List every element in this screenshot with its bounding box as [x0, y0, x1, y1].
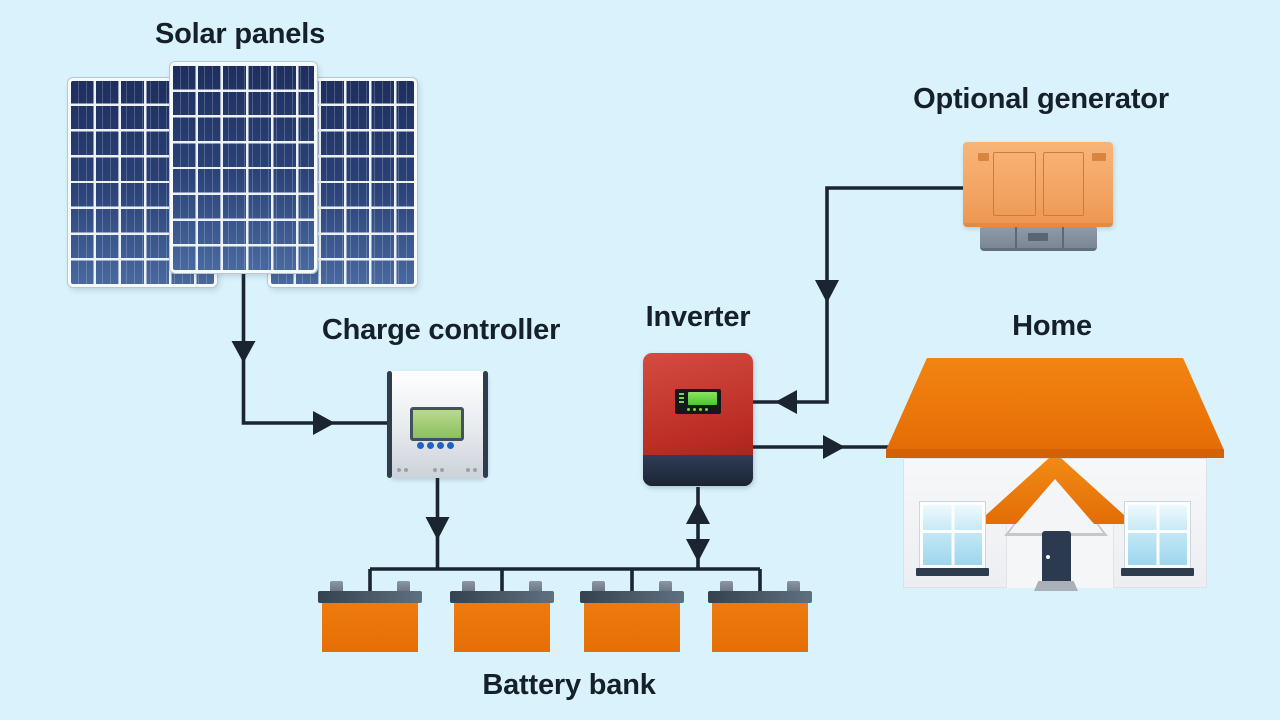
- inverter-button: [699, 408, 702, 411]
- battery-terminal: [659, 581, 672, 593]
- arrowhead-right-icon: [823, 435, 845, 459]
- connector-battery-inverter-twoway: [686, 487, 710, 569]
- window-sill: [916, 568, 989, 576]
- controller-port: [473, 468, 477, 472]
- arrowhead-down-icon: [815, 280, 839, 303]
- arrowhead-down-icon: [231, 341, 256, 363]
- house-window: [1125, 502, 1190, 568]
- home-label: Home: [1012, 310, 1092, 342]
- charge-controller-label: Charge controller: [321, 314, 561, 346]
- charge-controller-icon: [387, 371, 488, 478]
- inverter-button: [687, 408, 690, 411]
- controller-port: [433, 468, 437, 472]
- battery-terminal: [397, 581, 410, 593]
- battery-icon: [708, 581, 812, 652]
- generator-vent: [1092, 153, 1106, 161]
- controller-button: [447, 442, 454, 449]
- optional-generator-label: Optional generator: [913, 83, 1169, 115]
- inverter-led: [679, 397, 684, 399]
- battery-cap: [708, 591, 812, 603]
- controller-button: [437, 442, 444, 449]
- connector-inverter-to-home: [752, 435, 900, 459]
- battery-icon: [318, 581, 422, 652]
- battery-cap: [318, 591, 422, 603]
- inverter-button: [693, 408, 696, 411]
- battery-body: [322, 603, 418, 652]
- generator-vent: [978, 153, 989, 161]
- roof-fascia: [886, 449, 1224, 458]
- generator-base-divider: [1015, 227, 1017, 248]
- controller-port: [397, 468, 401, 472]
- controller-lcd-screen: [410, 407, 464, 441]
- battery-body: [712, 603, 808, 652]
- battery-body: [584, 603, 680, 652]
- battery-bank-label: Battery bank: [482, 669, 656, 701]
- battery-cap: [580, 591, 684, 603]
- inverter-icon: [643, 353, 753, 486]
- solar-panel-icon: [170, 62, 317, 273]
- arrowhead-down-icon: [686, 539, 710, 562]
- arrowhead-up-icon: [686, 501, 710, 524]
- battery-terminal: [787, 581, 800, 593]
- house-roof-icon: [886, 358, 1224, 458]
- inverter-led: [679, 393, 684, 395]
- arrowhead-right-icon: [313, 411, 335, 435]
- connector-battery-bus: [368, 567, 762, 592]
- connector-controller-to-battery: [425, 478, 450, 569]
- battery-terminal: [720, 581, 733, 593]
- battery-icon: [580, 581, 684, 652]
- inverter-base: [643, 455, 753, 486]
- generator-base: [980, 227, 1097, 251]
- solar-panels-label: Solar panels: [154, 18, 326, 50]
- inverter-button: [705, 408, 708, 411]
- connector-solar-to-controller: [231, 272, 389, 435]
- inverter-label: Inverter: [645, 301, 751, 333]
- battery-terminal: [462, 581, 475, 593]
- house-window: [920, 502, 985, 568]
- generator-base-divider: [1062, 227, 1064, 248]
- controller-button: [417, 442, 424, 449]
- battery-icon: [450, 581, 554, 652]
- controller-button: [427, 442, 434, 449]
- inverter-led: [679, 401, 684, 403]
- arrowhead-down-icon: [425, 517, 450, 540]
- inverter-lcd-screen: [688, 392, 717, 405]
- arrowhead-left-icon: [775, 390, 797, 414]
- generator-icon: [963, 142, 1113, 227]
- generator-panel: [1043, 152, 1084, 216]
- generator-panel: [993, 152, 1036, 216]
- generator-outlet: [1028, 233, 1048, 241]
- connector-generator-to-inverter: [752, 186, 963, 414]
- battery-cap: [450, 591, 554, 603]
- controller-port: [440, 468, 444, 472]
- inverter-display: [675, 389, 721, 414]
- battery-terminal: [330, 581, 343, 593]
- battery-terminal: [529, 581, 542, 593]
- house-steps: [1034, 581, 1078, 591]
- house-door: [1042, 531, 1071, 582]
- controller-port: [466, 468, 470, 472]
- battery-body: [454, 603, 550, 652]
- battery-terminal: [592, 581, 605, 593]
- window-sill: [1121, 568, 1194, 576]
- controller-port: [404, 468, 408, 472]
